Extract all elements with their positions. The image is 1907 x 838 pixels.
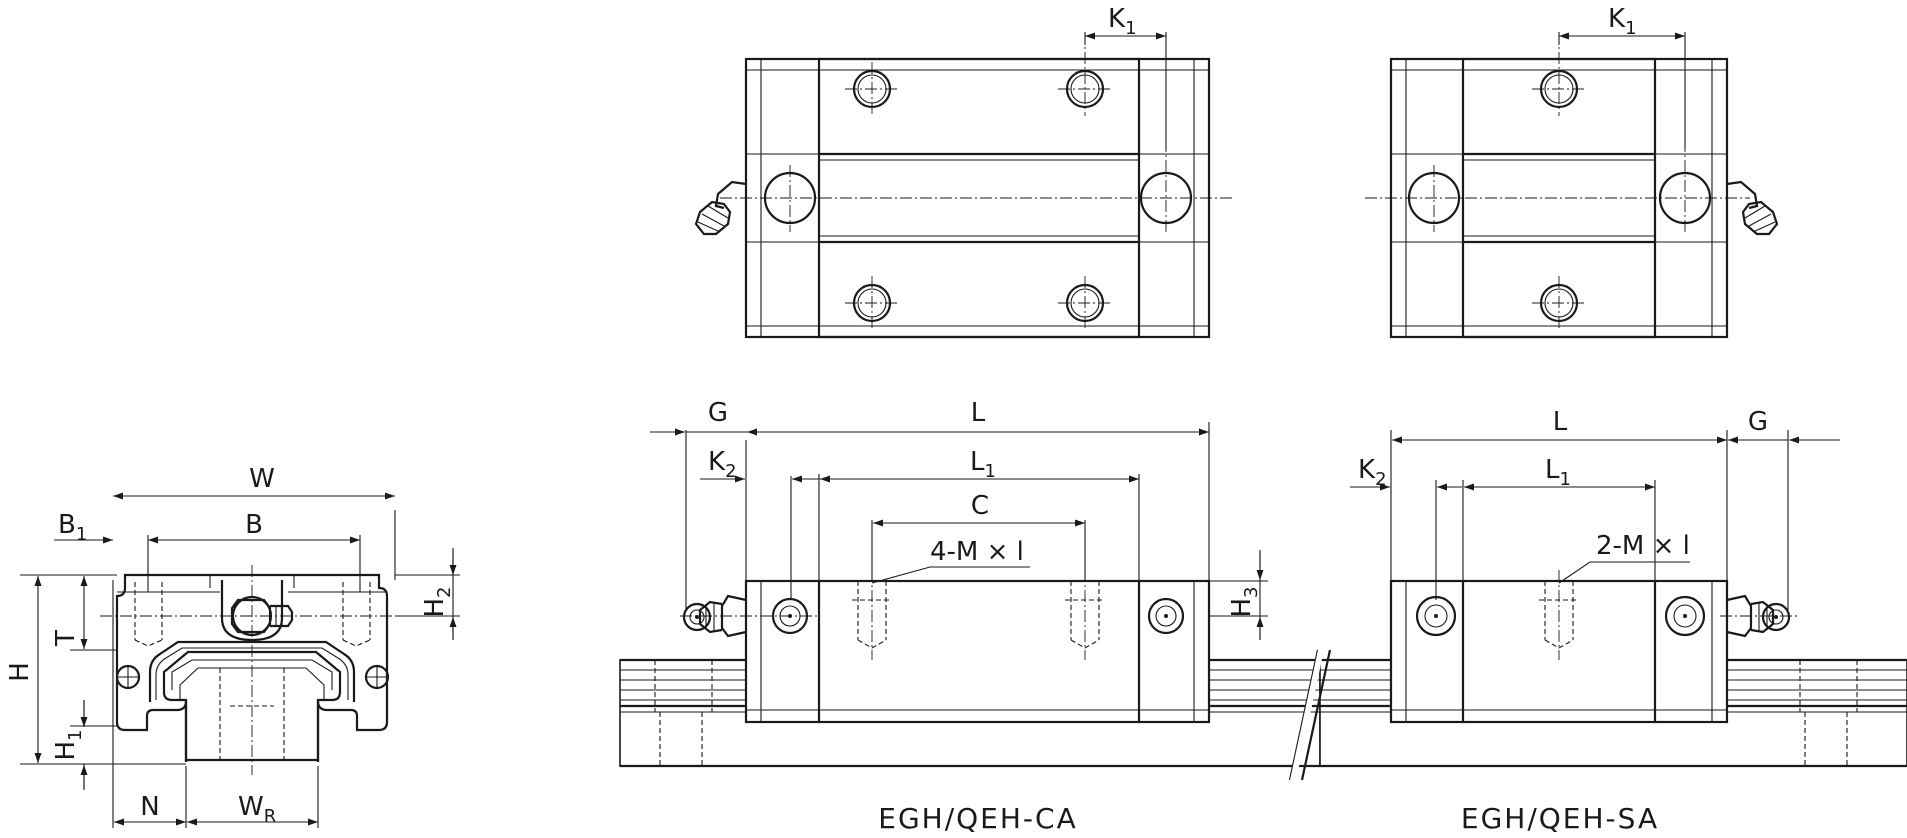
dim-label-L1: L1 (970, 447, 996, 482)
front-view: W B1 B H T H1 H2 N WR (5, 464, 460, 828)
end-seal-screw-left (115, 664, 141, 690)
callout-2-holes: 2-M × l (1596, 531, 1690, 561)
dim-label-K2: K2 (1358, 455, 1387, 490)
dim-label-B: B (245, 510, 263, 540)
callout-4-holes: 4-M × l (930, 537, 1024, 567)
grease-nipple-front (220, 580, 294, 642)
dim-label-T: T (51, 630, 81, 647)
side-view-sa: L G K2 L1 2-M × l EGH/QEH-SA (1350, 407, 1840, 835)
dim-label-C: C (971, 491, 989, 521)
dim-label-K1: K1 (1608, 4, 1637, 39)
top-view-sa: K1 (1365, 4, 1779, 339)
hex-hole-right (1147, 597, 1185, 635)
grease-nipple-side-ca (682, 594, 747, 638)
caption-ca: EGH/QEH-CA (878, 802, 1077, 835)
dim-label-H1: H1 (51, 729, 86, 760)
end-seal-screw-right (364, 664, 390, 690)
hex-hole-right (1664, 595, 1706, 637)
dim-label-H3: H3 (1227, 586, 1262, 617)
dim-label-L: L (971, 398, 986, 428)
grease-nipple-side-sa (1726, 594, 1791, 638)
dim-label-L1: L1 (1545, 455, 1571, 490)
dim-label-W: W (249, 464, 275, 494)
side-view-ca: G L K2 L1 C 4-M × l H3 EGH/QEH-CA (650, 398, 1268, 835)
dim-label-G: G (708, 398, 728, 428)
rail-bolt-hole (219, 668, 285, 760)
dim-label-N: N (140, 792, 159, 822)
dim-label-WR: WR (238, 792, 276, 827)
mount-hole-right (342, 582, 371, 647)
dim-label-K2: K2 (708, 447, 737, 482)
dim-label-G: G (1748, 407, 1768, 437)
dim-label-K1: K1 (1108, 4, 1137, 39)
dim-label-H: H (5, 662, 35, 682)
mount-hole-left (134, 582, 163, 647)
dim-label-H2: H2 (420, 586, 455, 617)
dim-label-B1: B1 (58, 510, 87, 545)
top-view-ca: K1 (694, 4, 1235, 339)
block-top-edge (117, 575, 387, 593)
grease-nipple-top (694, 180, 747, 236)
caption-sa: EGH/QEH-SA (1461, 802, 1659, 835)
grease-nipple-top (1726, 180, 1779, 236)
dim-label-L: L (1553, 407, 1568, 437)
